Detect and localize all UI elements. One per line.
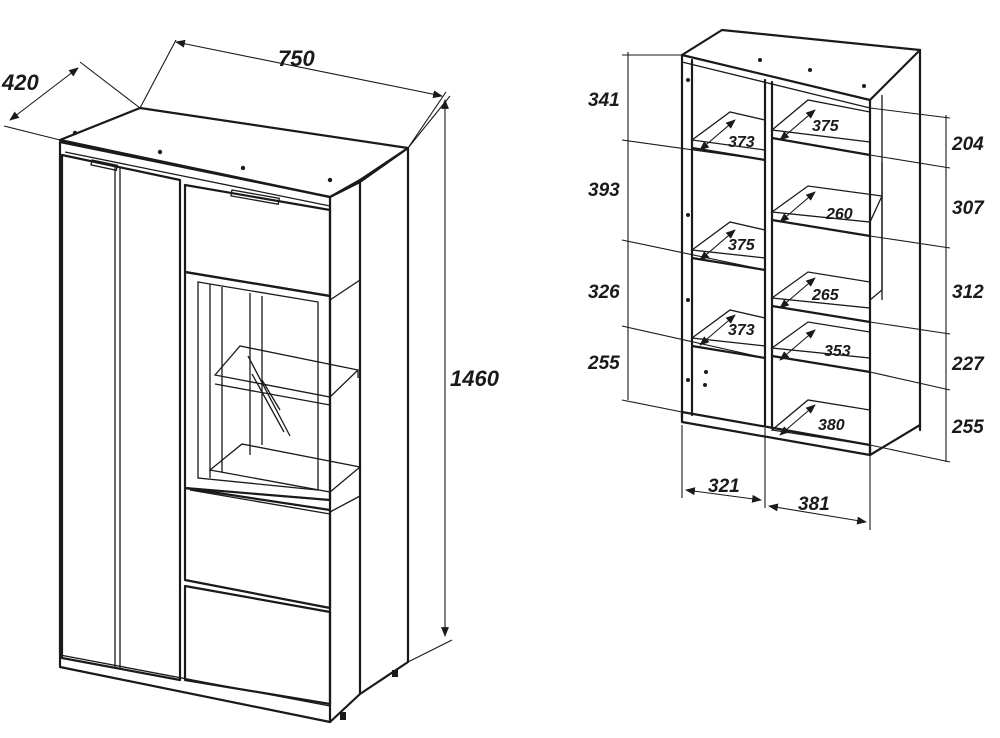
right-height-5: 255 [951,417,984,438]
left-depth-3: 373 [728,322,755,339]
left-height-1: 341 [588,90,620,111]
cabinet-glass-niche [183,270,332,502]
right-depth-4: 353 [824,343,851,360]
right-height-4: 227 [951,354,985,375]
cabinet-width-label: 750 [278,46,315,71]
cabinet-front-face [58,140,332,724]
right-depth-2: 260 [825,206,853,223]
right-height-2: 307 [952,198,985,219]
bottom-width-right: 381 [798,494,830,515]
right-depth-1: 375 [812,118,840,135]
left-height-3: 326 [588,282,620,303]
left-height-4: 255 [587,353,620,374]
cabinet-lower-drawer-2 [183,584,332,706]
left-depth-1: 373 [728,134,755,151]
cabinet-left-door [60,153,182,682]
right-depth-3: 265 [811,287,840,304]
shelving-frame-view: 341 393 326 255 204 307 312 227 255 373 … [587,28,985,530]
cabinet-lower-drawer-1 [183,486,332,610]
right-depth-5: 380 [818,417,845,434]
cabinet-height-label: 1460 [450,366,500,391]
right-height-1: 204 [951,134,984,155]
right-height-3: 312 [952,282,984,303]
frame-top-panel [680,28,922,102]
bottom-width-left: 321 [708,476,740,497]
cabinet-assembled-view: 420 750 1460 [1,39,500,724]
cabinet-right-side [358,146,410,696]
left-depth-2: 375 [728,237,756,254]
cabinet-depth-label: 420 [1,70,39,95]
left-height-2: 393 [588,180,620,201]
